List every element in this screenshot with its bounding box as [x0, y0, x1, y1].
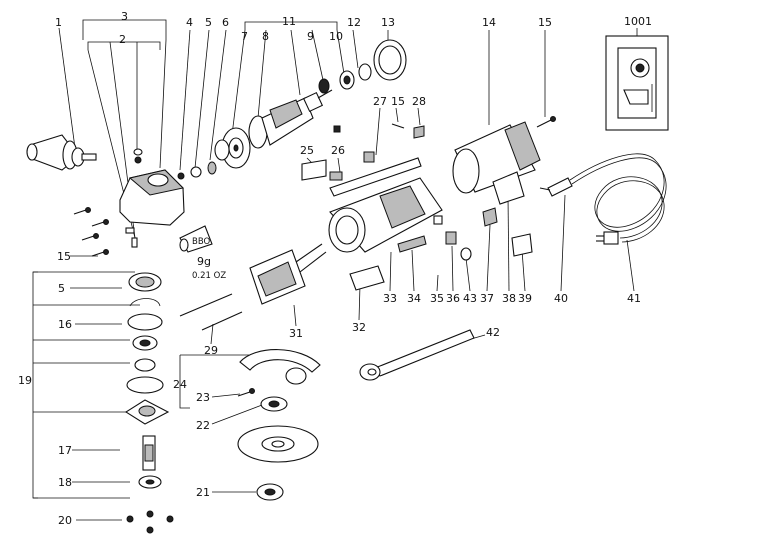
detail-box — [605, 35, 669, 131]
cover-screw-head — [550, 116, 556, 122]
gear-housing — [119, 148, 185, 248]
type-label — [492, 171, 525, 205]
label-26: 26 — [331, 144, 345, 157]
small-nut — [190, 166, 202, 178]
label-41: 41 — [627, 292, 641, 305]
armature — [248, 89, 333, 149]
label-12: 12 — [347, 16, 361, 29]
grease-tube-text: BBO — [192, 237, 211, 247]
part-39 — [511, 233, 533, 257]
guard-screw-head — [249, 388, 255, 394]
cover-screw — [536, 119, 552, 128]
label-1: 1 — [55, 16, 62, 29]
label-15-top: 15 — [538, 16, 552, 29]
fan — [214, 127, 251, 169]
label-27: 27 — [373, 95, 387, 108]
rod-29a — [179, 293, 233, 317]
small-bearing — [207, 161, 217, 175]
label-38: 38 — [502, 292, 516, 305]
label-20: 20 — [58, 514, 72, 527]
housing-screws — [73, 207, 109, 257]
brush-26 — [329, 171, 343, 181]
label-2: 2 — [119, 33, 126, 46]
motor-housing — [328, 177, 443, 253]
label-23: 23 — [196, 391, 210, 404]
power-cord — [539, 153, 667, 245]
part-35 — [433, 215, 443, 225]
label-25: 25 — [300, 144, 314, 157]
label-39: 39 — [518, 292, 532, 305]
label-19: 19 — [18, 374, 32, 387]
part-37 — [482, 207, 498, 227]
label-18: 18 — [58, 476, 72, 489]
label-29: 29 — [204, 344, 218, 357]
gear-stack — [124, 272, 170, 489]
support-flange — [260, 396, 288, 412]
label-14: 14 — [482, 16, 496, 29]
grease-tube: BBO — [179, 225, 213, 253]
label-4: 4 — [186, 16, 193, 29]
label-7: 7 — [241, 30, 248, 43]
switch-bar — [329, 157, 422, 197]
clamp-nut — [256, 483, 284, 501]
side-handle — [26, 134, 97, 171]
label-5-left: 5 — [58, 282, 65, 295]
small-washer — [177, 172, 185, 180]
label-15-left: 15 — [57, 250, 71, 263]
label-10: 10 — [329, 30, 343, 43]
label-15-mid: 15 — [391, 95, 405, 108]
label-plate — [301, 159, 327, 181]
label-13: 13 — [381, 16, 395, 29]
grease-weight-oz: 0.21 OZ — [192, 271, 226, 281]
grease-weight: 9g — [197, 255, 211, 268]
part-43 — [460, 247, 472, 261]
wheel-guard — [239, 349, 321, 385]
label-35: 35 — [430, 292, 444, 305]
guard-screw — [237, 391, 251, 397]
label-34: 34 — [407, 292, 421, 305]
label-31: 31 — [289, 327, 303, 340]
label-6: 6 — [222, 16, 229, 29]
label-24: 24 — [173, 378, 187, 391]
part-36 — [445, 231, 457, 245]
retaining-ring — [373, 39, 407, 81]
label-16: 16 — [58, 318, 72, 331]
label-42: 42 — [486, 326, 500, 339]
part-28 — [413, 125, 425, 139]
spanner-wrench — [359, 329, 475, 381]
label-32: 32 — [352, 321, 366, 334]
part-34 — [397, 235, 427, 253]
bearing-10-core — [343, 75, 351, 85]
stator-field — [249, 243, 327, 305]
label-21: 21 — [196, 486, 210, 499]
bottom-screws — [126, 510, 174, 534]
label-5: 5 — [205, 16, 212, 29]
label-8: 8 — [262, 30, 269, 43]
switch-slide — [363, 151, 375, 163]
bearing-12 — [358, 63, 372, 81]
rod-29b — [201, 311, 243, 331]
label-9: 9 — [307, 30, 314, 43]
label-40: 40 — [554, 292, 568, 305]
label-22: 22 — [196, 419, 210, 432]
label-36: 36 — [446, 292, 460, 305]
grinding-disc — [237, 425, 319, 463]
label-43: 43 — [463, 292, 477, 305]
label-3: 3 — [121, 10, 128, 23]
part-labels: 1 3 2 4 5 6 11 7 8 9 10 12 13 14 15 1001… — [18, 10, 652, 527]
brush-26a — [333, 125, 341, 133]
screw-15-mid — [391, 123, 405, 129]
label-1001: 1001 — [624, 15, 652, 28]
insulation-plate — [349, 265, 385, 291]
label-33: 33 — [383, 292, 397, 305]
label-28: 28 — [412, 95, 426, 108]
label-37: 37 — [480, 292, 494, 305]
leader-lines — [32, 19, 638, 521]
label-11: 11 — [282, 15, 296, 28]
bearing-9 — [318, 78, 330, 94]
label-17: 17 — [58, 444, 72, 457]
